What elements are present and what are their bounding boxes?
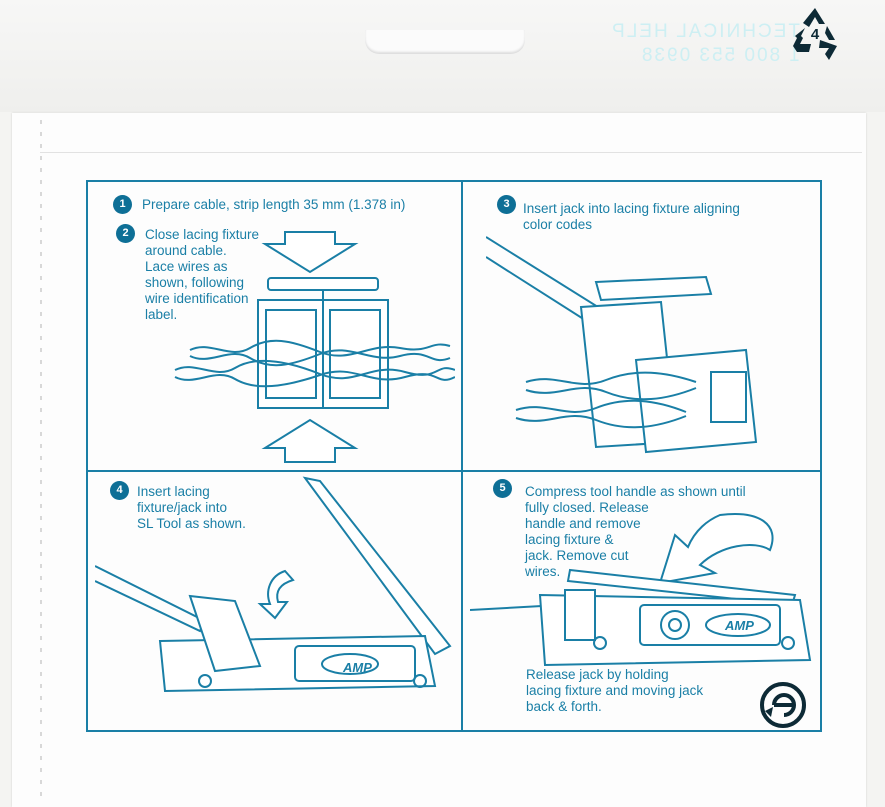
step-4-badge: 4 [110, 481, 129, 500]
step-2-line: Lace wires as [145, 259, 228, 274]
step-4-line: SL Tool as shown. [137, 516, 246, 531]
step-5-line: lacing fixture & [525, 532, 614, 547]
release-note-line: lacing fixture and moving jack [526, 683, 704, 698]
release-note-line: Release jack by holding [526, 667, 669, 682]
recycle-number: 4 [811, 26, 820, 43]
step-3-line: Insert jack into lacing fixture aligning [523, 201, 740, 216]
step-1-badge: 1 [113, 195, 132, 214]
step-2-badge: 2 [116, 224, 135, 243]
step-5-line: handle and remove [525, 516, 641, 531]
step-3-text: Insert jack into lacing fixture aligning… [523, 201, 740, 233]
step-2-line: shown, following [145, 275, 245, 290]
amp-logo-left: AMP [343, 660, 372, 675]
perforation-edge [40, 120, 42, 800]
step-2-line: label. [145, 307, 178, 322]
card-rule [40, 152, 862, 153]
instruction-card [12, 113, 866, 807]
step-3-line: color codes [523, 217, 593, 232]
eco-mark-icon [760, 682, 806, 728]
instruction-grid [86, 180, 822, 732]
step-5-text: Compress tool handle as shown until full… [525, 484, 746, 580]
mirrored-help-line2: 1 800 553 0938 [639, 45, 800, 66]
mirrored-help-text: TECHNICAL HELP 1 800 553 0938 [560, 20, 800, 68]
amp-logo-right: AMP [725, 618, 754, 633]
recycle-icon: 4 [793, 8, 837, 60]
rotate-arrow-icon [257, 569, 295, 620]
mirrored-help-line1: TECHNICAL HELP [610, 21, 800, 42]
up-arrow-icon [261, 418, 359, 463]
step-2-line: around cable. [145, 243, 227, 258]
step-4-line: fixture/jack into [137, 500, 228, 515]
step-2-line: Close lacing fixture [145, 227, 260, 242]
step-2-line: wire identification [145, 291, 249, 306]
step-4-text: Insert lacing fixture/jack into SL Tool … [137, 484, 246, 532]
lacing-fixture-illustration [174, 231, 455, 463]
sl-tool-closed-illustration [470, 513, 812, 667]
grid-divider-vertical [461, 180, 463, 732]
step-5-line: fully closed. Release [525, 500, 649, 515]
step-4-line: Insert lacing [137, 484, 210, 499]
curved-arrow-icon [658, 513, 774, 585]
jack-insertion-illustration [486, 236, 758, 454]
sl-tool-open-illustration [95, 476, 452, 693]
step-5-line: wires. [525, 564, 561, 579]
release-note-line: back & forth. [526, 699, 602, 714]
header-strip [0, 0, 885, 112]
step-5-line: Compress tool handle as shown until [525, 484, 746, 499]
step-5-line: jack. Remove cut [525, 548, 629, 563]
grid-divider-horizontal [86, 470, 822, 472]
down-arrow-icon [261, 231, 359, 274]
step-1-text: Prepare cable, strip length 35 mm (1.378… [142, 197, 406, 212]
release-note: Release jack by holding lacing fixture a… [526, 667, 703, 715]
hang-slot [365, 30, 525, 54]
step-5-badge: 5 [493, 479, 512, 498]
step-2-text: Close lacing fixture around cable. Lace … [145, 227, 259, 323]
step-3-badge: 3 [497, 195, 516, 214]
